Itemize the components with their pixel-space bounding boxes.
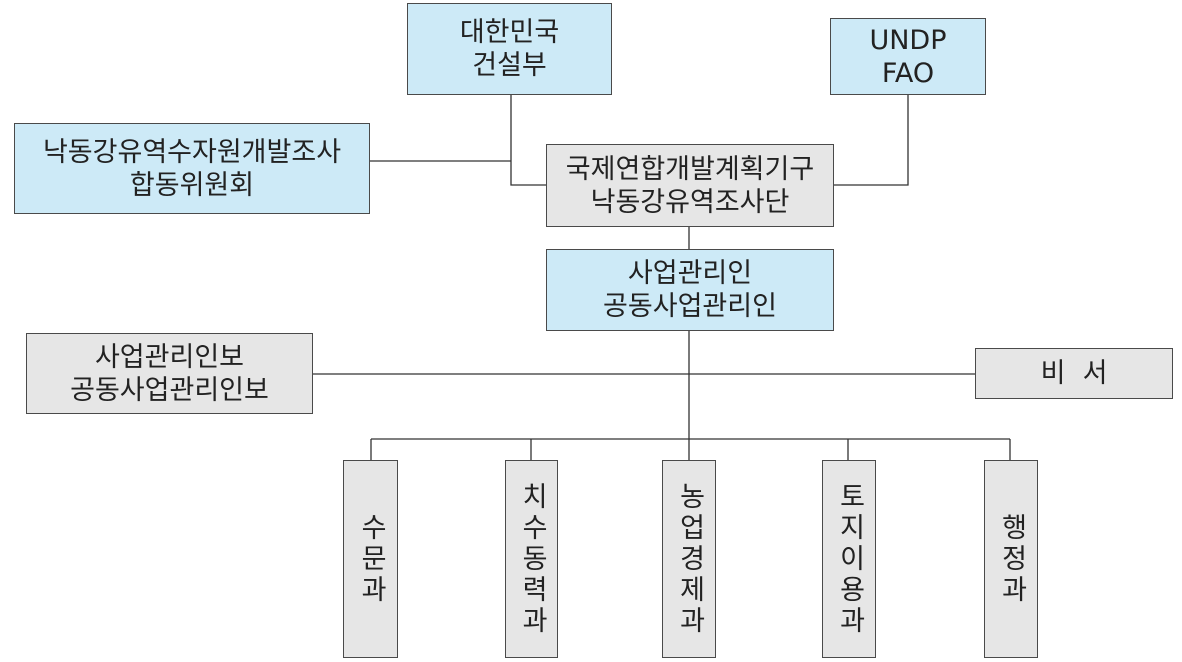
ministry-box: 대한민국 건설부 [407, 3, 612, 95]
assistant-line1: 사업관리인보 [94, 341, 245, 373]
committee-box: 낙동강유역수자원개발조사 합동위원회 [14, 123, 370, 214]
undp-line1: UNDP [869, 24, 947, 56]
agri-economics-dept-box: 농업경제과 [662, 460, 716, 658]
flood-control-dept-box: 치수동력과 [505, 460, 558, 658]
manager-box: 사업관리인 공동사업관리인 [546, 249, 834, 331]
administration-label: 행정과 [996, 512, 1027, 606]
undp-line2: FAO [881, 57, 935, 89]
survey-team-line2: 낙동강유역조사단 [590, 186, 790, 218]
administration-dept-box: 행정과 [984, 460, 1038, 658]
assistant-manager-box: 사업관리인보 공동사업관리인보 [26, 333, 313, 414]
land-use-label: 토지이용과 [834, 481, 865, 637]
survey-team-box: 국제연합개발계획기구 낙동강유역조사단 [546, 144, 834, 227]
flood-control-label: 치수동력과 [516, 481, 548, 637]
secretary-label: 비 서 [1040, 358, 1108, 389]
agri-economics-label: 농업경제과 [674, 481, 705, 637]
survey-team-line1: 국제연합개발계획기구 [565, 153, 815, 185]
committee-line2: 합동위원회 [129, 169, 255, 201]
manager-line1: 사업관리인 [627, 258, 753, 289]
undp-fao-box: UNDP FAO [830, 18, 986, 95]
ministry-line2: 건설부 [472, 50, 547, 81]
assistant-line2: 공동사업관리인보 [70, 374, 269, 406]
ministry-line1: 대한민국 [459, 17, 560, 48]
manager-line2: 공동사업관리인 [603, 291, 777, 322]
land-use-dept-box: 토지이용과 [822, 460, 876, 658]
secretary-box: 비 서 [975, 348, 1173, 399]
hydrology-label: 수문과 [355, 512, 387, 606]
hydrology-dept-box: 수문과 [343, 460, 398, 658]
committee-line1: 낙동강유역수자원개발조사 [42, 136, 342, 168]
